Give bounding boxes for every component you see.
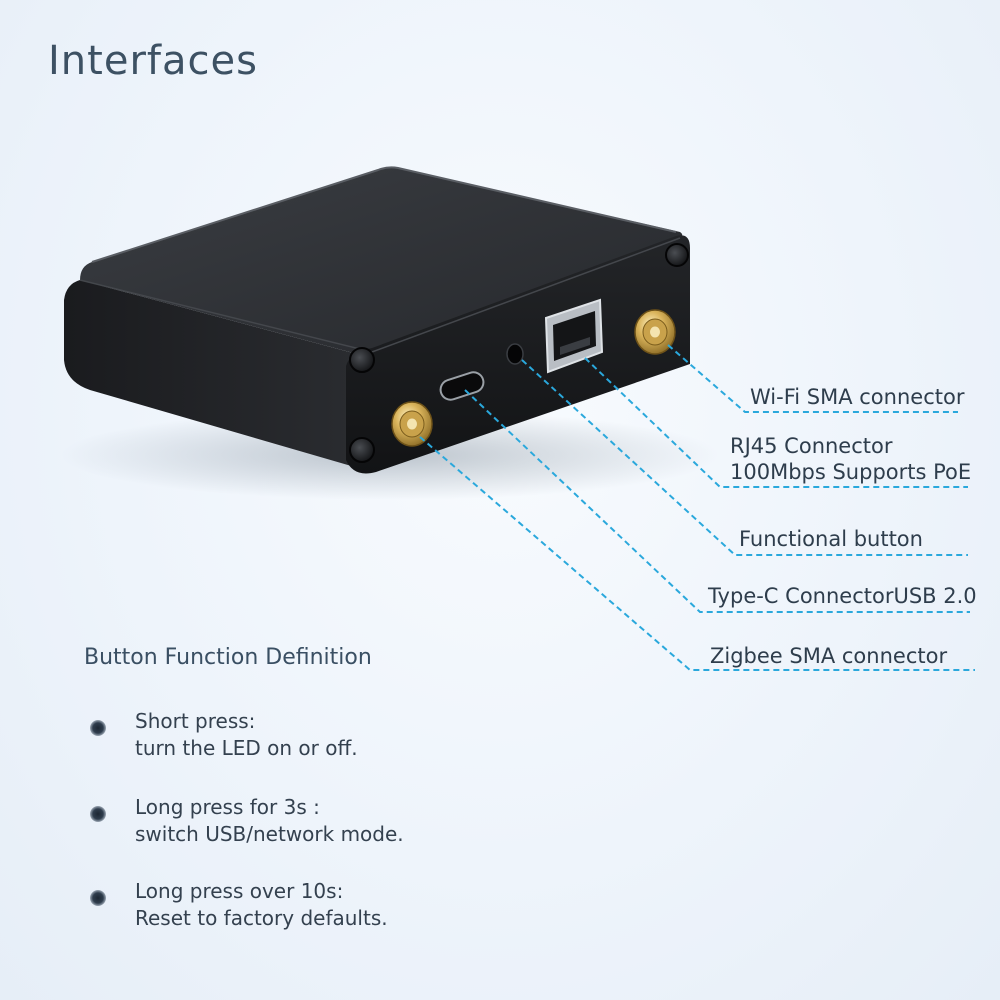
bullet-text: Long press for 3s : switch USB/network m…	[135, 794, 404, 848]
callout-line-rj45	[584, 357, 968, 488]
bullet-icon	[90, 720, 106, 736]
bullet-line-1: Long press for 3s :	[135, 795, 320, 819]
device-edge-highlight	[91, 166, 677, 263]
function-button-icon	[506, 343, 524, 365]
bullet-line-2: Reset to factory defaults.	[135, 906, 388, 930]
screw-icon	[665, 243, 689, 267]
bullet-line-1: Short press:	[135, 709, 256, 733]
bullet-text: Long press over 10s: Reset to factory de…	[135, 878, 388, 932]
callout-rj45-label: RJ45 Connector 100Mbps Supports PoE	[730, 433, 971, 485]
device-top-face	[80, 167, 683, 358]
callout-zigbee-label: Zigbee SMA connector	[710, 644, 948, 668]
bullet-text: Short press: turn the LED on or off.	[135, 708, 358, 762]
bullet-line-2: turn the LED on or off.	[135, 736, 358, 760]
device-left-face	[64, 280, 372, 472]
wifi-sma-connector-icon	[634, 309, 676, 355]
screw-icon	[349, 437, 375, 463]
callout-rj45-line2: 100Mbps Supports PoE	[730, 460, 972, 484]
bullet-icon	[90, 806, 106, 822]
bullet-line-2: switch USB/network mode.	[135, 822, 404, 846]
callout-line-button	[521, 359, 968, 556]
page-title: Interfaces	[48, 38, 258, 84]
type-c-port-icon	[439, 371, 485, 401]
callout-line-typec	[464, 389, 970, 613]
callout-button-label: Functional button	[739, 527, 923, 551]
bullet-icon	[90, 890, 106, 906]
callout-line-wifi	[667, 344, 958, 413]
callout-rj45-line1: RJ45 Connector	[730, 434, 893, 458]
button-function-title: Button Function Definition	[84, 645, 372, 670]
zigbee-sma-connector-icon	[391, 401, 433, 447]
callout-typec-label: Type-C ConnectorUSB 2.0	[708, 584, 977, 608]
rj45-port-icon	[544, 298, 604, 374]
screw-icon	[349, 347, 375, 373]
bullet-line-1: Long press over 10s:	[135, 879, 344, 903]
callout-wifi-label: Wi-Fi SMA connector	[750, 385, 965, 409]
